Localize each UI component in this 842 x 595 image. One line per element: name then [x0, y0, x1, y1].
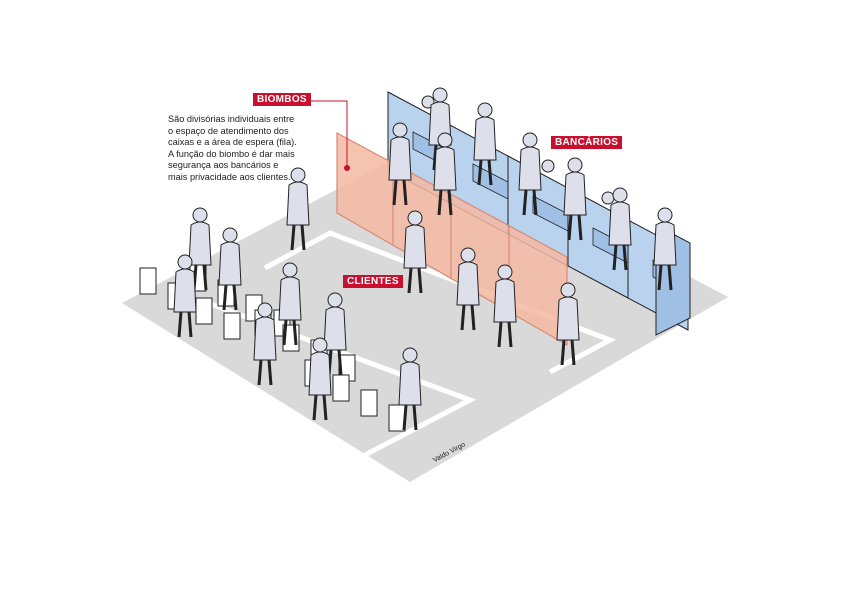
person-head [657, 207, 673, 223]
person-head [477, 102, 493, 118]
person-head [177, 254, 193, 270]
person-head [282, 262, 298, 278]
chair [223, 312, 241, 340]
person-head [222, 227, 238, 243]
person-head [312, 337, 328, 353]
person-leg [667, 264, 673, 291]
person-leg [417, 267, 423, 294]
person-leg [622, 244, 628, 271]
chair [332, 374, 350, 402]
person-leg [407, 267, 413, 294]
person-body [518, 146, 542, 191]
person-body [493, 278, 517, 323]
biombos-description: São divisórias individuais entre o espaç… [168, 114, 297, 182]
person-leg [432, 144, 438, 171]
teller-head [601, 191, 615, 205]
person-leg [570, 339, 576, 366]
person-head [402, 347, 418, 363]
person-leg [567, 214, 573, 241]
person-leg [282, 319, 288, 346]
person-body [456, 261, 480, 306]
person-head [432, 87, 448, 103]
person-leg [487, 159, 493, 186]
person-head [327, 292, 343, 308]
person-leg [402, 404, 408, 431]
person-body [278, 276, 302, 321]
person-body [188, 221, 212, 266]
person-head [437, 132, 453, 148]
person-leg [187, 311, 193, 338]
person-body [563, 171, 587, 216]
biombos-leader-line [310, 100, 350, 171]
person-leg [560, 339, 566, 366]
person-body [473, 116, 497, 161]
person-leg [477, 159, 483, 186]
person-leg [337, 349, 343, 376]
person-leg [257, 359, 263, 386]
bancarios-label: BANCÁRIOS [551, 136, 623, 149]
person-body [608, 201, 632, 246]
person-body [398, 361, 422, 406]
chair [360, 389, 378, 417]
person-head [257, 302, 273, 318]
person-head [522, 132, 538, 148]
person-leg [460, 304, 466, 331]
person-leg [300, 224, 306, 251]
person-leg [222, 284, 228, 311]
person-body [433, 146, 457, 191]
person-leg [532, 189, 538, 216]
person-leg [202, 264, 208, 291]
person-leg [292, 319, 298, 346]
person-body [388, 136, 412, 181]
person-body [403, 224, 427, 269]
person-leg [312, 394, 318, 421]
person-body [173, 268, 197, 313]
person-leg [447, 189, 453, 216]
person-leg [392, 179, 398, 206]
person-leg [322, 394, 328, 421]
chair [139, 267, 157, 295]
person-leg [577, 214, 583, 241]
person-leg [232, 284, 238, 311]
person-leg [177, 311, 183, 338]
person-body [218, 241, 242, 286]
teller-head [541, 159, 555, 173]
person-leg [497, 321, 503, 348]
person-body [286, 181, 310, 226]
person-head [497, 264, 513, 280]
person-leg [657, 264, 663, 291]
person-body [653, 221, 677, 266]
person-body [556, 296, 580, 341]
person-head [407, 210, 423, 226]
person-head [460, 247, 476, 263]
person-body [308, 351, 332, 396]
person-leg [412, 404, 418, 431]
chair [195, 297, 213, 325]
people [173, 87, 677, 431]
person-leg [522, 189, 528, 216]
person-leg [470, 304, 476, 331]
person-head [567, 157, 583, 173]
person-leg [402, 179, 408, 206]
person-leg [507, 321, 513, 348]
person-head [612, 187, 628, 203]
person-head [392, 122, 408, 138]
person-leg [612, 244, 618, 271]
biombos-label: BIOMBOS [253, 93, 311, 106]
person-body [253, 316, 277, 361]
person-leg [267, 359, 273, 386]
person-leg [437, 189, 443, 216]
person-leg [290, 224, 296, 251]
person-head [560, 282, 576, 298]
chair [388, 404, 406, 432]
person-head [290, 167, 306, 183]
person-head [192, 207, 208, 223]
clientes-label: CLIENTES [343, 275, 403, 288]
person-body [323, 306, 347, 351]
